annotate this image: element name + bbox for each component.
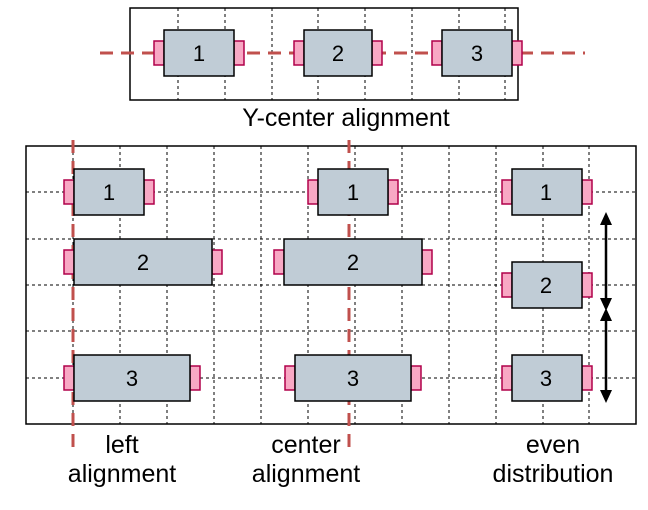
box-body: [511, 261, 583, 309]
center-box-3: 3: [284, 354, 422, 402]
center-alignment-caption-line1: center: [271, 431, 340, 459]
box-body: [441, 29, 513, 77]
box-body: [511, 354, 583, 402]
left-alignment-column: 1 2 3: [63, 168, 223, 402]
top-box-3: 3: [431, 29, 523, 77]
left-box-2: 2: [63, 238, 223, 286]
left-alignment-caption-line1: left: [105, 431, 138, 459]
pin-right: [581, 272, 593, 298]
box-label: 3: [347, 366, 359, 391]
pin-right: [410, 365, 422, 391]
center-box-1: 1: [307, 168, 399, 216]
even-distribution-column: 1 2 3: [501, 168, 612, 403]
box-body: [73, 238, 213, 286]
arrow-head-down: [600, 390, 612, 403]
center-alignment-column: 1 2 3: [273, 168, 433, 402]
box-label: 2: [347, 250, 359, 275]
pin-right: [421, 249, 433, 275]
even-box-2: 2: [501, 261, 593, 309]
spacing-arrow-lower: [600, 308, 612, 403]
left-alignment-caption-line2: alignment: [68, 460, 176, 488]
top-panel-caption: Y-center alignment: [242, 104, 450, 132]
arrow-head-up: [600, 308, 612, 321]
pin-right: [581, 365, 593, 391]
pin-left: [501, 272, 513, 298]
top-box-1: 1: [153, 29, 245, 77]
pin-left: [63, 179, 75, 205]
pin-right: [387, 179, 399, 205]
box-body: [294, 354, 412, 402]
box-body: [317, 168, 389, 216]
pin-right: [211, 249, 223, 275]
left-box-3: 3: [63, 354, 201, 402]
pin-left: [307, 179, 319, 205]
even-distribution-caption-line1: even: [526, 431, 580, 459]
pin-left: [501, 179, 513, 205]
pin-right: [581, 179, 593, 205]
pin-left: [153, 40, 165, 66]
pin-left: [63, 249, 75, 275]
box-label: 3: [471, 41, 483, 66]
box-label: 1: [103, 180, 115, 205]
box-body: [73, 354, 191, 402]
even-distribution-caption-line2: distribution: [493, 460, 614, 488]
center-box-2: 2: [273, 238, 433, 286]
box-label: 3: [126, 366, 138, 391]
pin-left: [63, 365, 75, 391]
pin-right: [371, 40, 383, 66]
spacing-arrow-upper: [600, 212, 612, 311]
bottom-panel: 1 2 3 1: [25, 140, 637, 488]
pin-right: [511, 40, 523, 66]
top-panel: 1 2 3 Y-center alignment: [100, 7, 585, 132]
box-body: [303, 29, 373, 77]
pin-left: [293, 40, 305, 66]
box-body: [163, 29, 235, 77]
box-label: 2: [332, 41, 344, 66]
box-body: [73, 168, 145, 216]
box-body: [511, 168, 583, 216]
even-box-1: 1: [501, 168, 593, 216]
box-label: 1: [193, 41, 205, 66]
top-box-2: 2: [293, 29, 383, 77]
even-box-3: 3: [501, 354, 593, 402]
pin-left: [284, 365, 296, 391]
pin-right: [189, 365, 201, 391]
box-label: 2: [137, 250, 149, 275]
center-alignment-caption-line2: alignment: [252, 460, 360, 488]
box-label: 1: [347, 180, 359, 205]
arrow-head-down: [600, 298, 612, 311]
box-body: [283, 238, 423, 286]
box-label: 1: [540, 180, 552, 205]
pin-right: [143, 179, 155, 205]
box-label: 3: [540, 366, 552, 391]
pin-right: [233, 40, 245, 66]
box-label: 2: [540, 273, 552, 298]
pin-left: [431, 40, 443, 66]
pin-left: [501, 365, 513, 391]
left-box-1: 1: [63, 168, 155, 216]
pin-left: [273, 249, 285, 275]
arrow-head-up: [600, 212, 612, 225]
